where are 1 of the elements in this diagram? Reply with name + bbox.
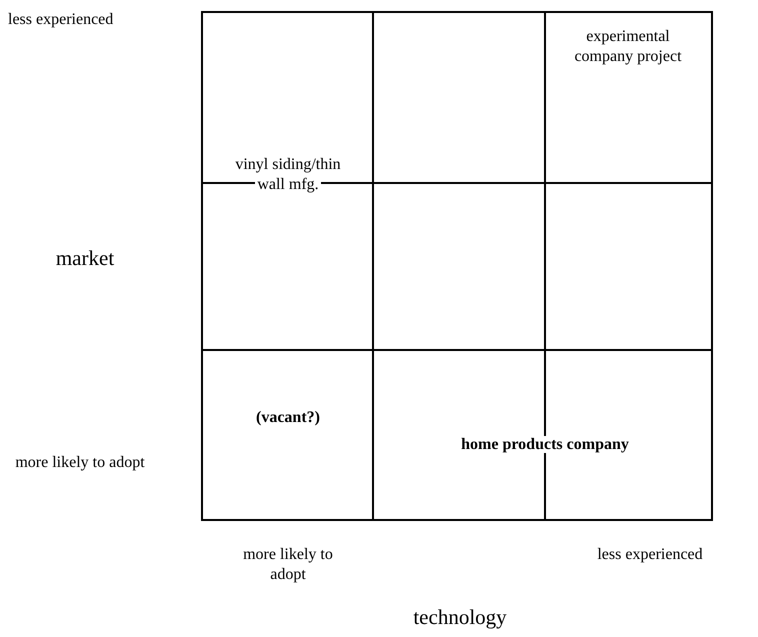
axis-end-label: less experienced — [6, 10, 116, 30]
